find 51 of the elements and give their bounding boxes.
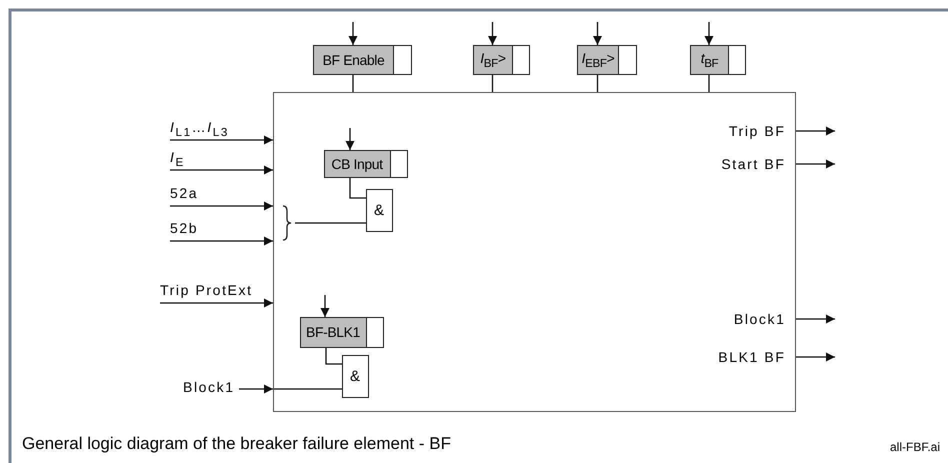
and-gate: &	[366, 188, 392, 232]
signal-label: I$_{L1}$…I$_{L3}$	[170, 119, 229, 139]
connector	[796, 160, 835, 168]
setting-box	[313, 45, 412, 75]
connector	[796, 314, 835, 324]
signal-label: 52a	[170, 185, 198, 201]
connector	[704, 22, 714, 45]
signal-label: Trip BF	[728, 122, 786, 138]
connector	[239, 384, 273, 394]
file-name: all-FBF.ai	[890, 440, 940, 454]
connector	[708, 75, 710, 92]
connector	[325, 348, 342, 365]
setting-label: BF-BLK1	[306, 324, 360, 340]
setting-label: CB Input	[331, 156, 383, 172]
connector	[492, 75, 494, 92]
function-block	[273, 92, 796, 412]
connector	[796, 352, 835, 362]
connector	[170, 136, 273, 144]
connector	[170, 236, 273, 246]
setting-label: I$_{EBF}$>	[582, 50, 614, 70]
setting-box	[690, 45, 746, 75]
connector	[274, 388, 342, 390]
connector	[160, 298, 273, 308]
signal-label: BLK1 BF	[718, 348, 786, 364]
connector	[596, 75, 598, 92]
connector	[170, 202, 273, 210]
signal-label: Trip ProtExt	[160, 282, 253, 298]
signal-label: Block1	[183, 379, 235, 395]
connector	[170, 166, 273, 174]
connector	[488, 22, 497, 45]
setting-box	[577, 45, 637, 75]
connector	[593, 22, 602, 45]
setting-label: I$_{BF}$>	[480, 50, 506, 70]
setting-box	[324, 150, 408, 178]
connector	[349, 178, 366, 199]
setting-label: BF Enable	[322, 52, 384, 68]
signal-label: Block1	[734, 310, 786, 326]
signal-label: I$_{E}$	[170, 149, 185, 169]
setting-box	[300, 316, 384, 348]
signal-label: Start BF	[721, 156, 786, 172]
signal-label: 52b	[170, 220, 198, 236]
connector	[352, 75, 354, 92]
connector	[346, 128, 354, 150]
connector	[295, 222, 366, 224]
connector	[796, 126, 835, 136]
connector	[348, 22, 358, 45]
setting-label: t$_{BF}$	[700, 50, 718, 70]
connector	[320, 295, 330, 317]
setting-box	[473, 45, 530, 75]
caption: General logic diagram of the breaker failure element - BF	[22, 434, 451, 454]
and-gate: &	[342, 354, 368, 398]
